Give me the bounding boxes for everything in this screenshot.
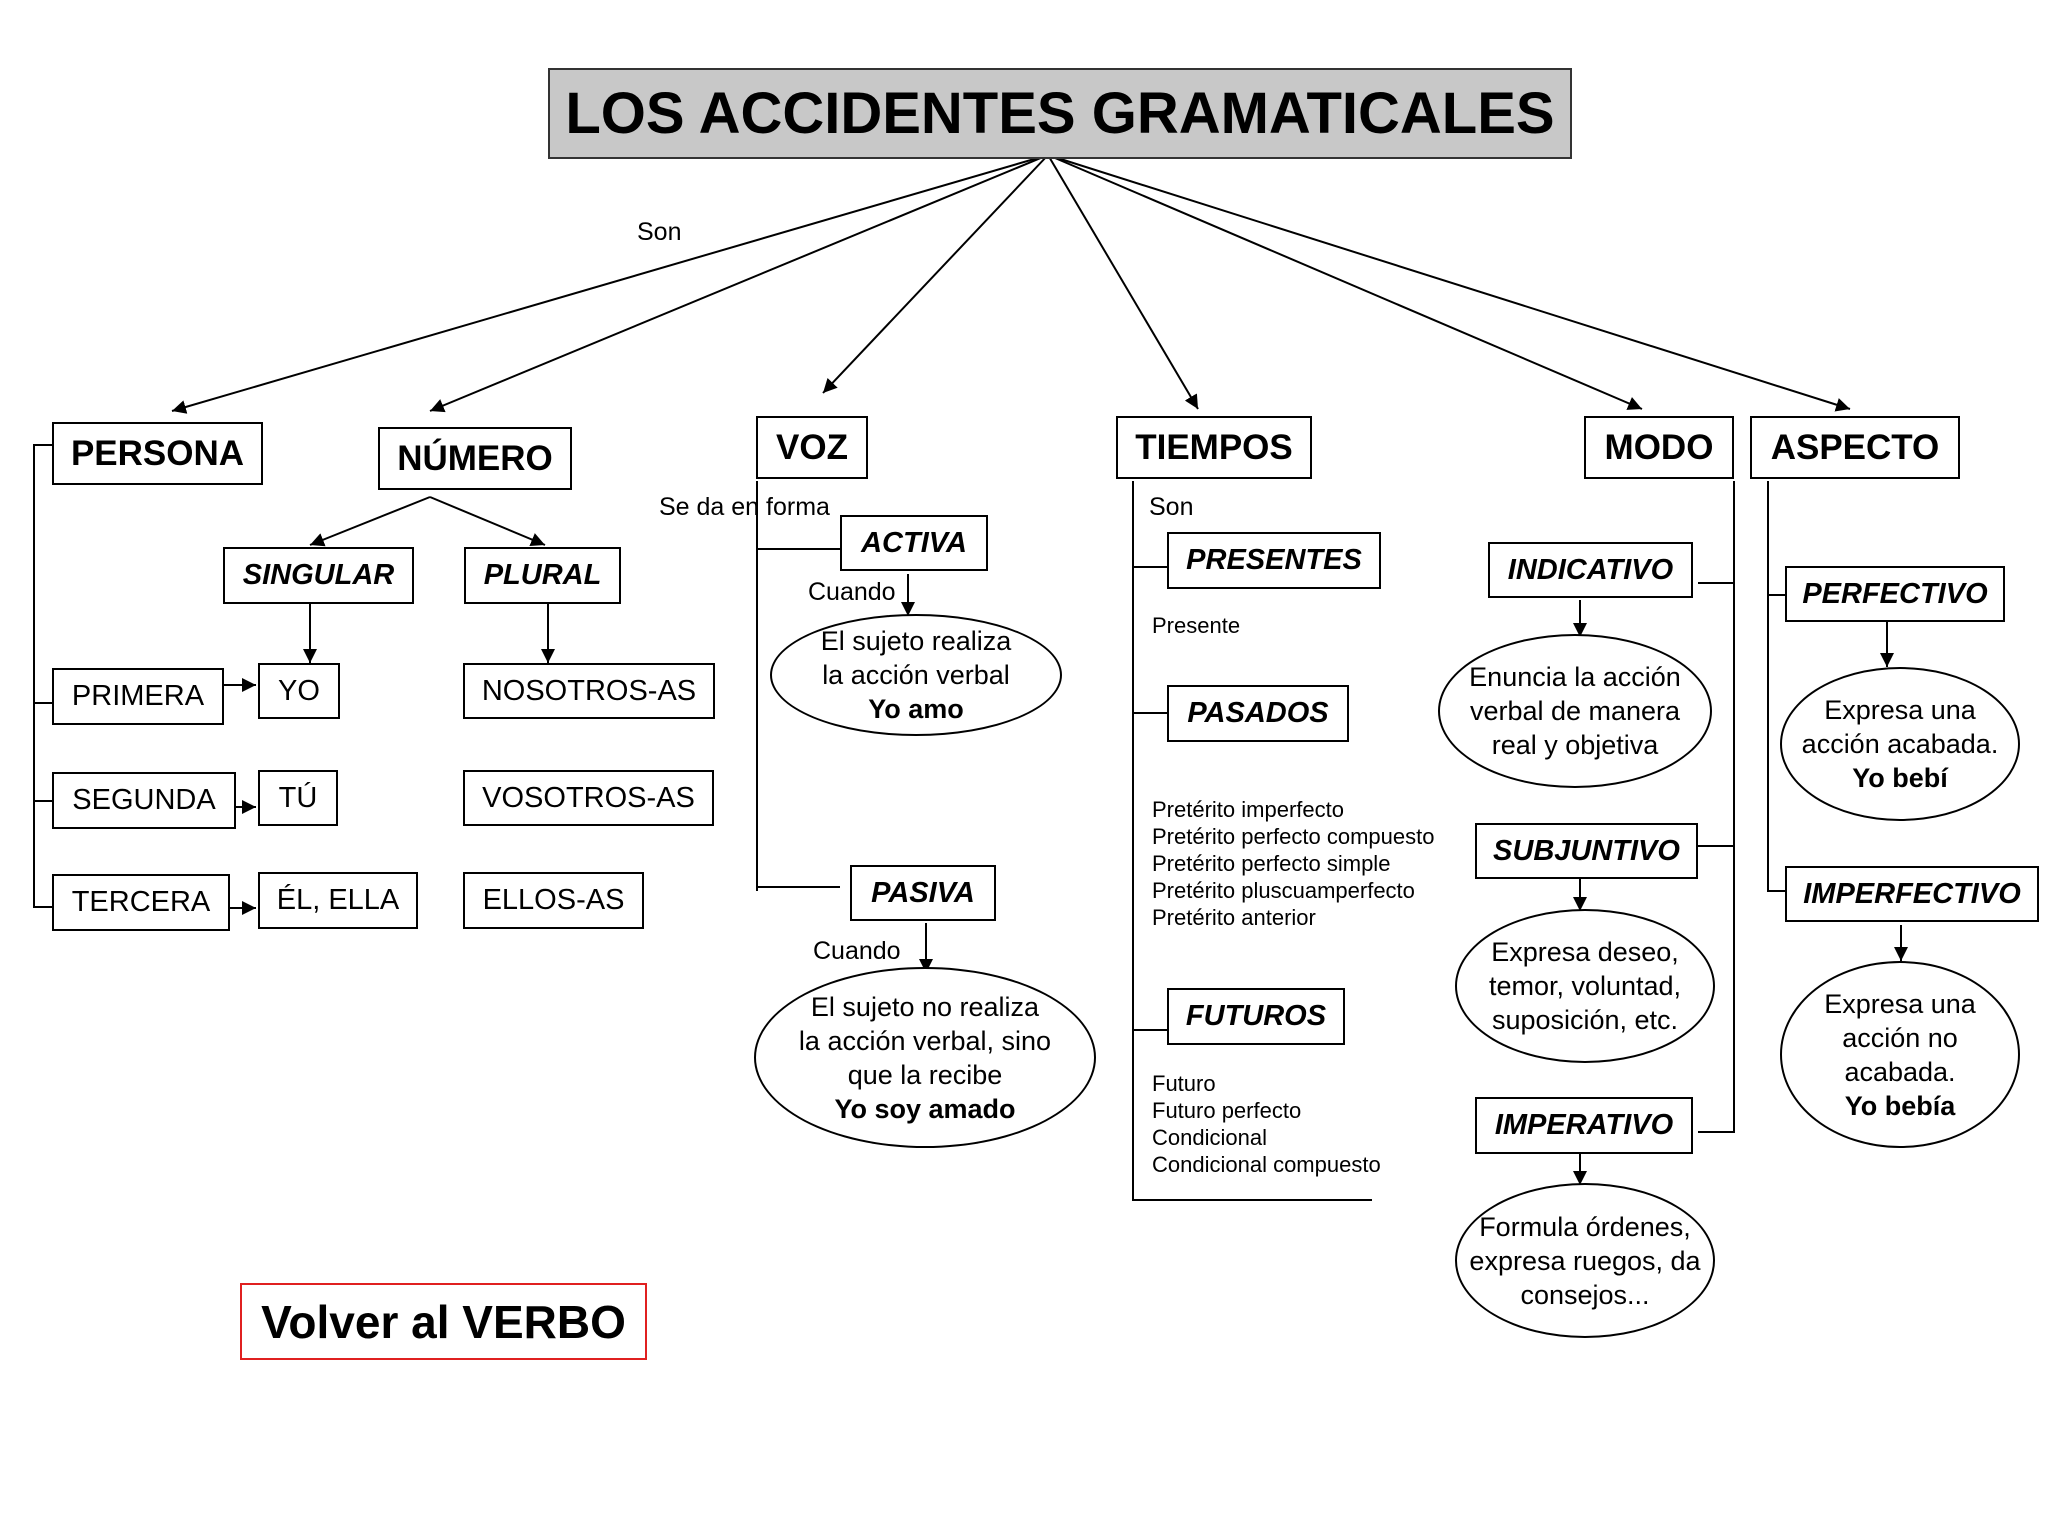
aspecto-perfectivo-description: Expresa una acción acabada. Yo bebí	[1780, 667, 2020, 821]
futuros-list: Futuro Futuro perfecto Condicional Condi…	[1152, 1070, 1381, 1178]
subjuntivo-desc-line: suposición, etc.	[1491, 1005, 1679, 1035]
arrow-to-aspecto	[1047, 154, 1851, 412]
perfectivo-desc-line: Expresa una	[1824, 695, 1976, 725]
pronoun-ellos: ELLOS-AS	[463, 872, 644, 929]
tense-item: Futuro perfecto	[1152, 1098, 1302, 1123]
tense-item: Pretérito perfecto compuesto	[1152, 824, 1435, 849]
indicativo-desc-line: verbal de manera	[1469, 696, 1681, 726]
pronoun-tu: TÚ	[258, 770, 338, 826]
diagram-title: LOS ACCIDENTES GRAMATICALES	[548, 68, 1572, 159]
aspecto-perfectivo: PERFECTIVO	[1785, 566, 2005, 622]
category-aspecto: ASPECTO	[1750, 416, 1960, 479]
link-label-cuando-activa: Cuando	[808, 578, 896, 606]
perfectivo-example: Yo bebí	[1852, 763, 1948, 793]
tense-item: Condicional compuesto	[1152, 1152, 1381, 1177]
tense-item: Condicional	[1152, 1125, 1267, 1150]
persona-primera: PRIMERA	[52, 668, 224, 725]
link-label-son: Son	[637, 218, 682, 246]
persona-segunda: SEGUNDA	[52, 772, 236, 829]
activa-example: Yo amo	[868, 694, 964, 724]
voz-pasiva: PASIVA	[850, 865, 996, 921]
link-label-se-da-en-forma: Se da en forma	[659, 493, 830, 521]
indicativo-desc-line: Enuncia la acción	[1469, 662, 1681, 692]
category-modo: MODO	[1584, 416, 1734, 479]
persona-tercera: TERCERA	[52, 874, 230, 931]
category-tiempos: TIEMPOS	[1116, 416, 1312, 479]
subjuntivo-desc-line: Expresa deseo,	[1491, 937, 1679, 967]
voz-activa-description: El sujeto realiza la acción verbal Yo am…	[770, 614, 1062, 736]
imperfectivo-desc-line: Expresa una	[1824, 988, 1976, 1019]
arrow-to-persona	[171, 154, 1049, 414]
modo-subjuntivo-description: Expresa deseo, temor, voluntad, suposici…	[1455, 909, 1715, 1063]
arrow-to-numero	[429, 154, 1049, 413]
pronoun-nosotros: NOSOTROS-AS	[463, 663, 715, 719]
arrow-to-tiempos	[1047, 154, 1199, 410]
activa-desc-line: la acción verbal	[822, 660, 1010, 690]
pasiva-desc-line: El sujeto no realiza	[810, 991, 1040, 1022]
volver-al-verbo-button[interactable]: Volver al VERBO	[240, 1283, 647, 1360]
pasiva-desc-line: la acción verbal, sino	[798, 1025, 1052, 1056]
pronoun-vosotros: VOSOTROS-AS	[463, 770, 714, 826]
link-label-cuando-pasiva: Cuando	[813, 937, 901, 965]
modo-indicativo-description: Enuncia la acción verbal de manera real …	[1438, 634, 1712, 788]
modo-subjuntivo: SUBJUNTIVO	[1475, 823, 1698, 879]
arrow-to-modo	[1047, 154, 1643, 410]
imperfectivo-example: Yo bebía	[1844, 1090, 1956, 1121]
category-voz: VOZ	[756, 416, 868, 479]
subjuntivo-desc-line: temor, voluntad,	[1488, 971, 1682, 1001]
imperativo-desc-line: expresa ruegos, da	[1469, 1245, 1701, 1276]
tense-item: Pretérito perfecto simple	[1152, 851, 1391, 876]
category-numero: NÚMERO	[378, 427, 572, 490]
tiempos-pasados: PASADOS	[1167, 685, 1349, 742]
tiempos-futuros: FUTUROS	[1167, 988, 1345, 1045]
indicativo-desc-line: real y objetiva	[1491, 730, 1659, 760]
tense-item: Pretérito anterior	[1152, 905, 1316, 930]
imperfectivo-desc-line: acabada.	[1844, 1056, 1956, 1087]
pronoun-el-ella: ÉL, ELLA	[258, 872, 418, 929]
voz-pasiva-description: El sujeto no realiza la acción verbal, s…	[754, 967, 1096, 1148]
pasados-list: Pretérito imperfecto Pretérito perfecto …	[1152, 796, 1434, 931]
category-persona: PERSONA	[52, 422, 263, 485]
aspecto-imperfectivo: IMPERFECTIVO	[1785, 866, 2039, 922]
tense-item: Presente	[1152, 613, 1241, 638]
aspecto-imperfectivo-description: Expresa una acción no acabada. Yo bebía	[1780, 961, 2020, 1148]
perfectivo-desc-line: acción acabada.	[1801, 729, 1999, 759]
modo-imperativo-description: Formula órdenes, expresa ruegos, da cons…	[1455, 1183, 1715, 1338]
imperfectivo-desc-line: acción no	[1842, 1022, 1958, 1053]
pasiva-example: Yo soy amado	[834, 1093, 1016, 1124]
voz-activa: ACTIVA	[840, 515, 988, 571]
imperativo-desc-line: Formula órdenes,	[1479, 1211, 1691, 1242]
activa-desc-line: El sujeto realiza	[820, 626, 1012, 656]
modo-indicativo: INDICATIVO	[1488, 542, 1693, 598]
tense-item: Pretérito pluscuamperfecto	[1152, 878, 1415, 903]
tiempos-presentes: PRESENTES	[1167, 532, 1381, 589]
tense-item: Futuro	[1152, 1071, 1216, 1096]
tense-item: Pretérito imperfecto	[1152, 797, 1344, 822]
numero-plural: PLURAL	[464, 547, 621, 604]
numero-singular: SINGULAR	[223, 547, 414, 604]
pronoun-yo: YO	[258, 663, 340, 719]
presentes-list: Presente	[1152, 612, 1240, 639]
arrow-to-voz	[822, 154, 1049, 394]
pasiva-desc-line: que la recibe	[847, 1059, 1003, 1090]
modo-imperativo: IMPERATIVO	[1475, 1097, 1693, 1154]
imperativo-desc-line: consejos...	[1520, 1279, 1650, 1310]
link-label-son-tiempos: Son	[1149, 493, 1194, 521]
